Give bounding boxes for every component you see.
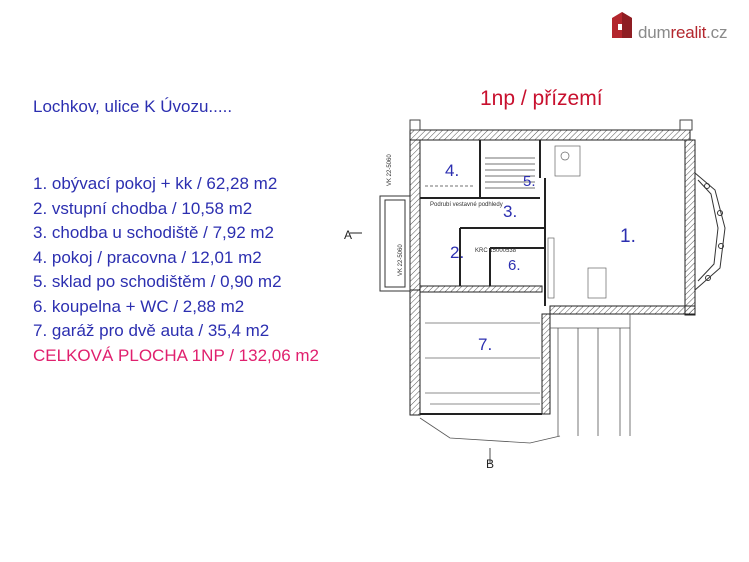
room-label-7: 7. xyxy=(478,335,492,354)
note-krc: KRC 15000538 xyxy=(475,248,517,254)
total-area: CELKOVÁ PLOCHA 1NP / 132,06 m2 xyxy=(33,346,319,365)
room-label-1: 1. xyxy=(620,226,636,247)
room-item-6: 6. koupelna + WC / 2,88 m2 xyxy=(33,296,245,316)
room-label-3: 3. xyxy=(503,202,517,221)
driveway xyxy=(419,314,631,463)
room-item-4: 4. pokoj / pracovna / 12,01 m2 xyxy=(33,247,262,267)
floor-plan: KRC 15000538 Podrubí vestavné podhledy V… xyxy=(344,119,726,471)
brand-wordmark: dumrealit.cz xyxy=(638,23,728,42)
room-item-7: 7. garáž pro dvě auta / 35,4 m2 xyxy=(33,321,270,340)
room-label-6: 6. xyxy=(508,257,521,274)
bay-window xyxy=(694,172,726,291)
section-a-label: A xyxy=(344,228,352,242)
floor-title: 1np / přízemí xyxy=(480,87,603,110)
room-label-2: 2. xyxy=(450,243,464,262)
left-projection xyxy=(350,195,411,292)
room-item-3: 3. chodba u schodiště / 7,92 m2 xyxy=(33,223,274,242)
window-code-top: VK 22-5060 xyxy=(387,154,393,186)
room-item-5: 5. sklad po schodištěm / 0,90 m2 xyxy=(33,272,282,291)
room-label-5: 5. xyxy=(523,173,536,190)
garage-door-lines xyxy=(425,322,540,405)
house-logo-icon xyxy=(612,12,632,38)
outer-walls xyxy=(409,119,696,416)
staircase xyxy=(425,157,535,189)
room-label-4: 4. xyxy=(445,161,459,180)
room-item-1: 1. obývací pokoj + kk / 62,28 m2 xyxy=(33,174,278,193)
note-podrizeni: Podrubí vestavné podhledy xyxy=(430,202,503,208)
window-code-left: VK 22-5060 xyxy=(398,244,404,276)
room-item-2: 2. vstupní chodba / 10,58 m2 xyxy=(33,198,253,218)
room-list: 1. obývací pokoj + kk / 62,28 m2 2. vstu… xyxy=(33,172,282,344)
interior-walls xyxy=(420,140,546,306)
brand-logo[interactable]: dumrealit.cz xyxy=(610,10,745,44)
address-heading: Lochkov, ulice K Úvozu..... xyxy=(33,97,233,116)
section-b-label: B xyxy=(486,457,494,471)
kitchen-hints xyxy=(547,145,607,299)
